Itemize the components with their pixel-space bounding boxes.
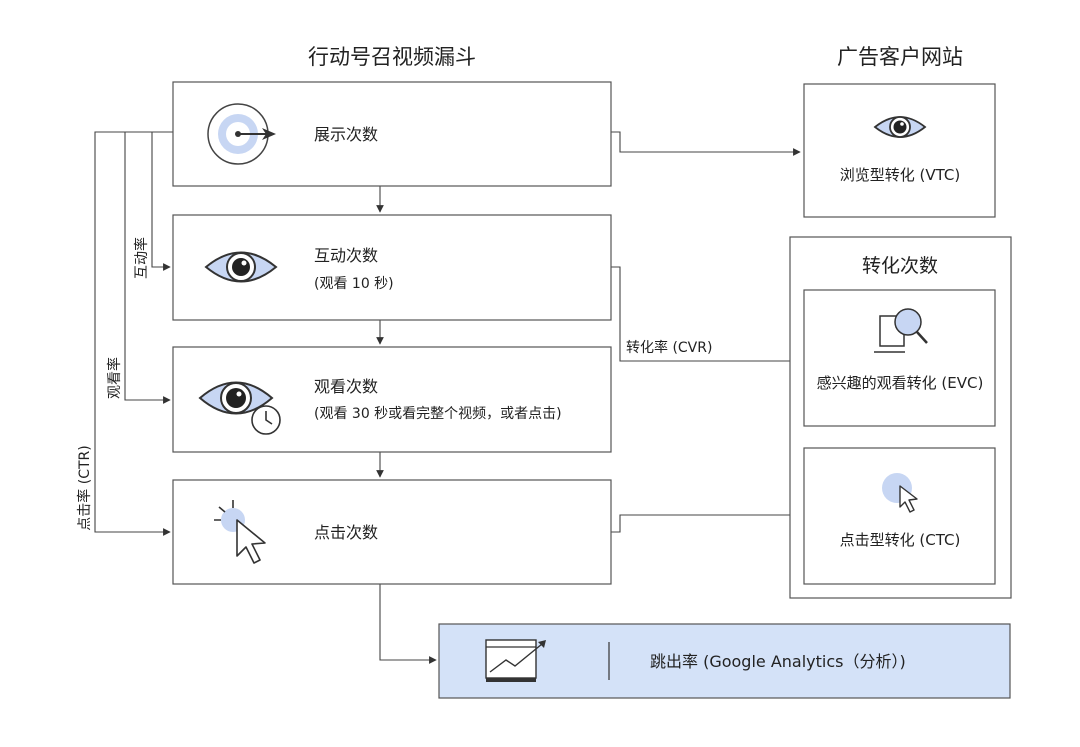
vtc-box: 浏览型转化 (VTC) [803,83,996,218]
views-label: 观看次数 [314,377,378,396]
stage-views: 观看次数 (观看 30 秒或看完整个视频，或者点击) [172,346,612,453]
bounce-rate-bar: 跳出率 (Google Analytics（分析）) [438,623,1011,699]
stage-engagements: 互动次数 (观看 10 秒) [172,214,612,321]
bounce-rate-label: 跳出率 (Google Analytics（分析）) [650,652,906,671]
cvr-label: 转化率 (CVR) [626,339,712,356]
eye-clock-icon [198,381,281,435]
conversions-group: 转化次数 感兴趣的观看转化 (EVC) 点击型转化 (CTC) [789,236,1012,599]
vtc-label: 浏览型转化 (VTC) [840,166,961,184]
rate-connectors [94,131,173,536]
conversions-title: 转化次数 [862,255,938,277]
line-chart-icon [485,639,546,682]
conversion-connectors [611,131,801,533]
funnel-title: 行动号召视频漏斗 [308,45,476,69]
site-title: 广告客户网站 [837,45,963,69]
ctr-label: 点击率 (CTR) [76,445,93,530]
funnel-arrows [376,186,437,664]
view-rate-label: 观看率 [106,357,123,399]
engagements-sub: (观看 10 秒) [314,276,394,292]
engagement-rate-label: 互动率 [133,237,150,279]
evc-label: 感兴趣的观看转化 (EVC) [817,374,984,392]
eye-icon [873,116,927,138]
eye-icon [204,251,278,283]
target-icon [207,103,276,165]
cursor-icon [882,473,918,513]
ctc-label: 点击型转化 (CTC) [840,531,961,549]
views-sub: (观看 30 秒或看完整个视频，或者点击) [314,406,562,422]
impressions-label: 展示次数 [314,125,378,144]
magnifier-icon [874,308,928,353]
stage-impressions: 展示次数 [172,81,612,187]
stage-clicks: 点击次数 [172,479,612,585]
engagements-label: 互动次数 [314,246,378,265]
cursor-click-icon [214,500,266,564]
clicks-label: 点击次数 [314,523,378,542]
